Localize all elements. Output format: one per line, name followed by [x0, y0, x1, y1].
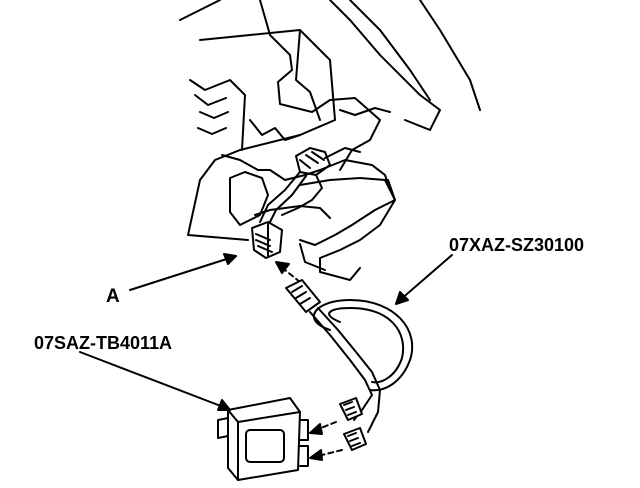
harness-connector: [285, 279, 321, 313]
plug-arrows: [309, 421, 343, 461]
connector-a-label: A: [106, 286, 120, 307]
dashboard-structure: [179, 0, 481, 281]
test-box: [217, 397, 309, 481]
harness-part-label: 07XAZ-SZ30100: [449, 235, 585, 255]
cable-harness: [309, 299, 414, 433]
pointer-harness: [395, 254, 453, 305]
pointer-a: [129, 253, 237, 291]
test-box-part-label: 07SAZ-TB4011A: [34, 333, 173, 353]
connector-a: [251, 221, 283, 259]
cable-plugs: [339, 397, 367, 451]
insertion-arrow: [275, 261, 301, 283]
vehicle-wiring: [254, 171, 331, 227]
pointer-box: [79, 351, 231, 411]
